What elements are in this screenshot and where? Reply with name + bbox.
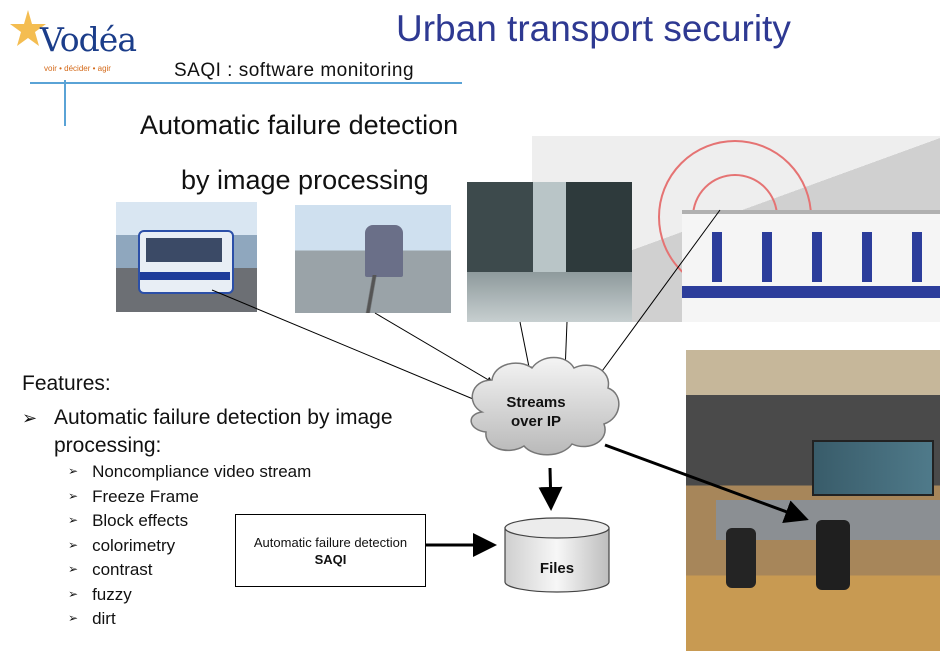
saqi-box-line-1: Automatic failure detection bbox=[253, 535, 408, 550]
feature-sub-item: ➢ fuzzy bbox=[68, 585, 132, 605]
headline-line-1: Automatic failure detection bbox=[140, 110, 459, 140]
bullet-arrow-icon: ➢ bbox=[68, 538, 79, 552]
bullet-arrow-icon: ➢ bbox=[22, 408, 38, 428]
cloud-label-line-1: Streams bbox=[506, 394, 566, 411]
bullet-arrow-icon: ➢ bbox=[68, 611, 79, 625]
logo-tagline: voir • décider • agir bbox=[44, 64, 111, 73]
arrow-bus-to-cloud bbox=[211, 289, 486, 405]
header-divider bbox=[30, 82, 462, 84]
arrow-cloud-to-files bbox=[538, 467, 563, 511]
feature-sub-item: ➢ dirt bbox=[68, 609, 116, 629]
bullet-arrow-icon: ➢ bbox=[68, 489, 79, 503]
header-vertical-rule bbox=[64, 80, 66, 126]
saqi-box-line-2: SAQI bbox=[314, 552, 347, 567]
arrow-tram-to-cloud bbox=[374, 312, 493, 383]
features-main-item-text: Automatic failure detection by image pro… bbox=[54, 406, 393, 457]
control-room-photo bbox=[686, 350, 940, 651]
tram-photo bbox=[295, 205, 451, 313]
slide-title: Urban transport security bbox=[396, 8, 791, 49]
feature-sub-item: ➢ Block effects bbox=[68, 511, 188, 531]
files-cylinder bbox=[504, 517, 610, 593]
feature-sub-item-text: Noncompliance video stream bbox=[92, 462, 312, 481]
bullet-arrow-icon: ➢ bbox=[68, 464, 79, 478]
logo-wordmark: Vodéa bbox=[40, 20, 137, 59]
feature-sub-item-text: dirt bbox=[92, 609, 116, 628]
feature-sub-item-text: contrast bbox=[92, 560, 153, 579]
feature-sub-item-text: colorimetry bbox=[92, 536, 176, 555]
saqi-box: Automatic failure detection SAQI bbox=[235, 514, 426, 587]
logo-star-icon bbox=[10, 10, 46, 46]
bullet-arrow-icon: ➢ bbox=[68, 562, 79, 576]
arrow-cloud-to-control-room bbox=[604, 443, 809, 524]
arrow-station-to-cloud-1 bbox=[519, 321, 532, 373]
cloud-label-line-2: over IP bbox=[510, 413, 562, 430]
feature-sub-item: ➢ Noncompliance video stream bbox=[68, 462, 311, 482]
feature-sub-item-text: fuzzy bbox=[92, 585, 132, 604]
feature-sub-item-text: Block effects bbox=[92, 511, 189, 530]
feature-sub-item-text: Freeze Frame bbox=[92, 487, 199, 506]
files-label: Files bbox=[539, 560, 575, 577]
feature-sub-item: ➢ contrast bbox=[68, 560, 153, 580]
features-heading: Features: bbox=[22, 372, 111, 395]
streams-cloud bbox=[470, 356, 620, 456]
metro-train-render bbox=[532, 136, 940, 322]
arrow-metro-to-cloud bbox=[596, 209, 721, 379]
bullet-arrow-icon: ➢ bbox=[68, 513, 79, 527]
cloud-label: Streams over IP bbox=[496, 393, 576, 431]
bullet-arrow-icon: ➢ bbox=[68, 587, 79, 601]
feature-sub-item: ➢ Freeze Frame bbox=[68, 487, 199, 507]
feature-sub-item: ➢ colorimetry bbox=[68, 536, 175, 556]
station-cctv-photo bbox=[467, 182, 632, 322]
vodea-logo: Vodéa voir • décider • agir bbox=[8, 8, 158, 78]
headline-line-2: by image processing bbox=[181, 165, 429, 195]
slide-subtitle: SAQI : software monitoring bbox=[174, 60, 415, 81]
bus-photo bbox=[116, 202, 257, 312]
